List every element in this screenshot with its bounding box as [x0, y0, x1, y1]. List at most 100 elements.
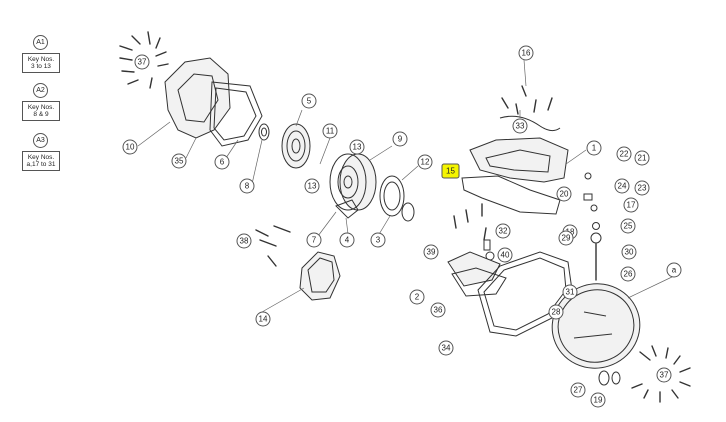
- bolts-group-38: [255, 225, 291, 267]
- callout-10: 10: [122, 139, 138, 155]
- callout-34: 34: [438, 340, 454, 356]
- callout-31: 31: [562, 284, 578, 300]
- callout-a: a: [666, 262, 682, 278]
- legend-a2-line1: Key Nos.: [27, 103, 55, 111]
- svg-text:3: 3: [376, 236, 381, 245]
- legend-a3-marker: A3: [33, 133, 48, 148]
- inner-cover-14-drawing: [299, 251, 341, 301]
- svg-text:27: 27: [574, 386, 583, 395]
- svg-text:15: 15: [446, 167, 455, 176]
- svg-text:22: 22: [620, 150, 629, 159]
- callout-1: 1: [586, 140, 602, 156]
- seal-8-drawing: [258, 123, 270, 141]
- svg-text:33: 33: [516, 122, 525, 131]
- legend-a2-marker: A2: [33, 83, 48, 98]
- callout-37-bottom: 37: [656, 367, 672, 383]
- legend-a2-box: Key Nos. 8 & 9: [22, 101, 60, 121]
- svg-text:8: 8: [245, 182, 250, 191]
- callout-32: 32: [495, 223, 511, 239]
- callout-8: 8: [239, 178, 255, 194]
- legend-a3-box: Key Nos. a,17 to 31: [22, 151, 60, 171]
- callout-16: 16: [518, 45, 534, 61]
- bolts-group-39: [453, 203, 487, 241]
- svg-text:10: 10: [126, 143, 135, 152]
- callout-9: 9: [392, 131, 408, 147]
- callout-17: 17: [623, 197, 639, 213]
- ring-3-drawing: [379, 175, 405, 217]
- bolts-group-37-bottom: [631, 345, 691, 403]
- svg-text:37: 37: [660, 371, 669, 380]
- svg-text:13: 13: [353, 143, 362, 152]
- svg-text:2: 2: [415, 293, 420, 302]
- primary-housing-drawing: [164, 57, 231, 139]
- bracket-7-drawing: [335, 199, 359, 219]
- svg-text:21: 21: [638, 154, 647, 163]
- callout-40: 40: [497, 247, 513, 263]
- svg-text:39: 39: [427, 248, 436, 257]
- callout-3: 3: [370, 232, 386, 248]
- gear-5-drawing: [281, 123, 311, 169]
- callout-6: 6: [214, 154, 230, 170]
- seal-19-drawing: [611, 371, 621, 385]
- seal-27-drawing: [598, 370, 610, 386]
- svg-text:35: 35: [175, 157, 184, 166]
- svg-text:16: 16: [522, 49, 531, 58]
- callout-14: 14: [255, 311, 271, 327]
- svg-text:31: 31: [566, 288, 575, 297]
- svg-text:5: 5: [307, 97, 312, 106]
- callout-19: 19: [590, 392, 606, 408]
- part-32-drawing: [483, 239, 491, 251]
- callout-11: 11: [322, 123, 338, 139]
- legend-a1-box: Key Nos. 3 to 13: [22, 53, 60, 73]
- legend-a1-line1: Key Nos.: [27, 55, 55, 63]
- plate-36-drawing: [451, 267, 507, 297]
- callouts: 1 2 3 4 5 6 7 8 9 10 11 12 13 13 14 15 1…: [122, 45, 682, 408]
- svg-text:36: 36: [434, 306, 443, 315]
- callout-13-a: 13: [349, 139, 365, 155]
- bolts-group-16: [501, 85, 553, 115]
- svg-text:24: 24: [618, 182, 627, 191]
- callout-27: 27: [570, 382, 586, 398]
- svg-text:26: 26: [624, 270, 633, 279]
- small-parts-column: [583, 172, 602, 294]
- svg-text:23: 23: [638, 184, 647, 193]
- svg-text:4: 4: [345, 236, 350, 245]
- callout-38: 38: [236, 233, 252, 249]
- callout-12: 12: [417, 154, 433, 170]
- callout-15-highlighted: 15: [441, 163, 460, 179]
- leader-lines: [137, 59, 675, 313]
- svg-text:25: 25: [624, 222, 633, 231]
- bolts-group-37-top: [119, 31, 169, 89]
- callout-4: 4: [339, 232, 355, 248]
- svg-text:20: 20: [560, 190, 569, 199]
- svg-text:11: 11: [326, 127, 335, 136]
- callout-35: 35: [171, 153, 187, 169]
- callout-20: 20: [556, 186, 572, 202]
- top-cover-1-drawing: [469, 137, 569, 183]
- callout-37-top: 37: [134, 54, 150, 70]
- svg-text:38: 38: [240, 237, 249, 246]
- callout-28: 28: [548, 304, 564, 320]
- svg-text:37: 37: [138, 58, 147, 67]
- callout-23: 23: [634, 180, 650, 196]
- svg-text:14: 14: [259, 315, 268, 324]
- gasket-6-drawing: [209, 81, 263, 147]
- callout-21: 21: [634, 150, 650, 166]
- svg-text:6: 6: [220, 158, 225, 167]
- gasket-15-drawing: [461, 175, 561, 215]
- svg-text:17: 17: [627, 201, 636, 210]
- legend-a3-line1: Key Nos.: [27, 153, 55, 161]
- callout-7: 7: [306, 232, 322, 248]
- callout-22: 22: [616, 146, 632, 162]
- svg-text:29: 29: [562, 234, 571, 243]
- callout-29: 29: [558, 230, 574, 246]
- svg-text:13: 13: [308, 182, 317, 191]
- callout-25: 25: [620, 218, 636, 234]
- callout-5: 5: [301, 93, 317, 109]
- callout-36: 36: [430, 302, 446, 318]
- callout-2: 2: [409, 289, 425, 305]
- svg-text:1: 1: [592, 144, 597, 153]
- svg-text:32: 32: [499, 227, 508, 236]
- svg-text:a: a: [672, 266, 677, 275]
